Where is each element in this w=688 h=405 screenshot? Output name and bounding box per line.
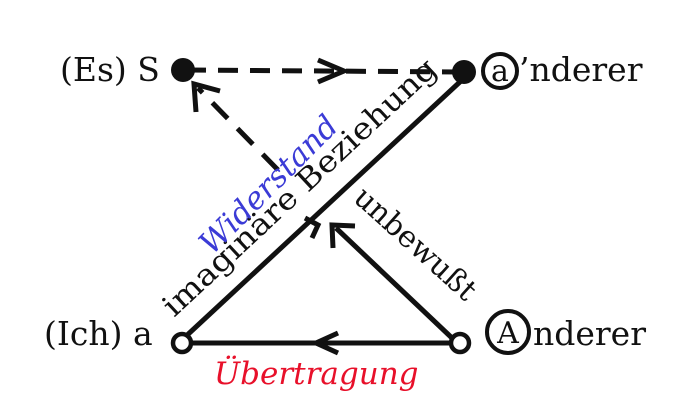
node-a-other-label: ’nderer — [519, 50, 643, 89]
node-A-hollow-circle-icon — [448, 331, 472, 355]
unconscious-label: unbewußt — [347, 180, 484, 308]
dashed-edge-s-arrowhead-icon — [191, 80, 221, 113]
imaginary-relation-edge — [182, 78, 464, 340]
node-other-filled-circle-icon — [452, 60, 476, 84]
unconscious-edge — [334, 226, 454, 340]
transference-arrowhead-icon — [309, 330, 340, 356]
letter-a-ring — [481, 52, 519, 90]
transference-label: Übertragung — [214, 354, 419, 392]
letter-A-ring — [485, 309, 531, 355]
node-A-letter: A — [496, 316, 519, 351]
dashed-edge-arrowhead-icon — [317, 57, 351, 85]
dashed-edge-s-to-other — [185, 67, 461, 75]
dashed-edge-center-to-s — [196, 86, 280, 172]
node-s-filled-circle-icon — [171, 58, 195, 82]
node-A-other-label: nderer — [533, 314, 646, 353]
node-ich-a-label: (Ich) a — [44, 314, 153, 353]
node-es-s-label: (Es) S — [60, 50, 160, 89]
node-a-letter: a — [491, 54, 509, 89]
node-ich-hollow-circle-icon — [170, 331, 194, 355]
imaginary-arrowhead-icon — [303, 215, 322, 240]
unconscious-arrowhead-icon — [329, 222, 356, 249]
